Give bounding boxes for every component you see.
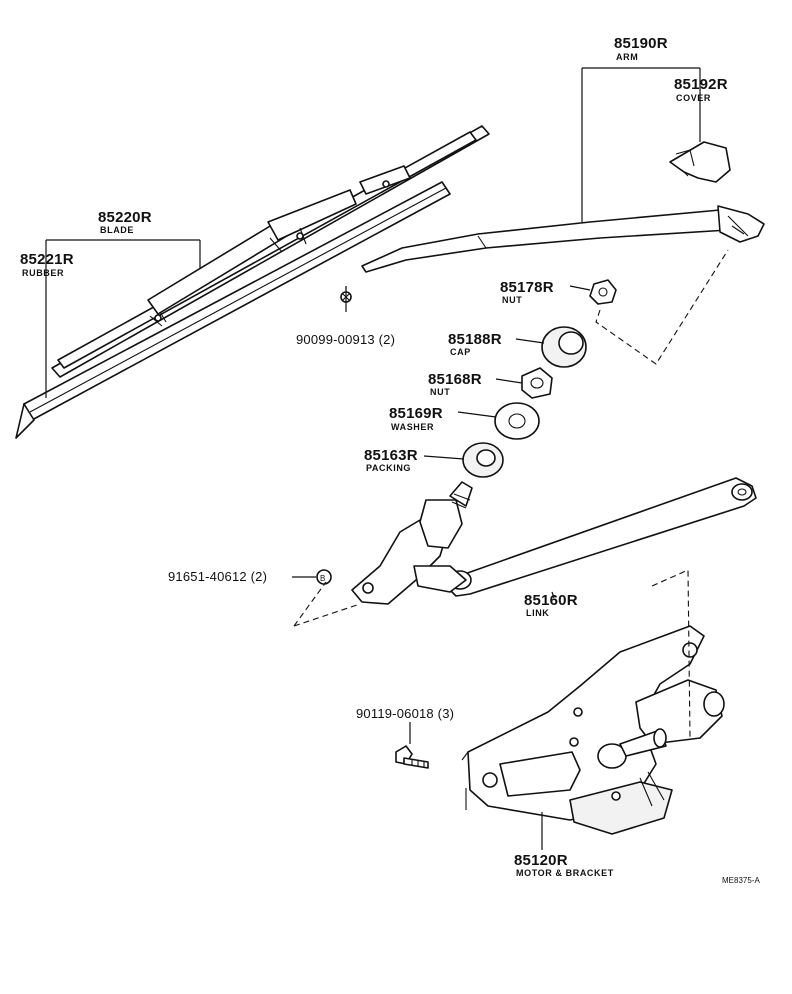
bolt — [395, 745, 429, 769]
label-blade-number: 85220R — [98, 209, 152, 226]
label-cover-name: COVER — [676, 93, 711, 103]
label-cap-number: 85188R — [448, 331, 502, 348]
label-arm-name: ARM — [616, 52, 638, 62]
wiper-arm — [361, 205, 765, 273]
label-bolt: 90119-06018 (3) — [356, 706, 454, 721]
label-nut-top-name: NUT — [502, 295, 522, 305]
label-packing-number: 85163R — [364, 447, 418, 464]
label-nut-top-number: 85178R — [500, 279, 554, 296]
label-cap-name: CAP — [450, 347, 471, 357]
label-link-name: LINK — [526, 608, 549, 618]
motor-bracket — [461, 625, 725, 835]
label-nut-mid-number: 85168R — [428, 371, 482, 388]
label-arm-number: 85190R — [614, 35, 668, 52]
label-washer-number: 85169R — [389, 405, 443, 422]
label-nut-mid-name: NUT — [430, 387, 450, 397]
nut-mid — [521, 367, 553, 399]
label-link-number: 85160R — [524, 592, 578, 609]
dashed-lines — [293, 249, 729, 739]
label-motor-name: MOTOR & BRACKET — [516, 868, 614, 878]
wiper-rubber — [15, 181, 451, 439]
label-rubber-number: 85221R — [20, 251, 74, 268]
cap — [541, 326, 587, 368]
wiper-blade — [51, 125, 490, 378]
leader-lines — [45, 67, 701, 850]
label-rubber-name: RUBBER — [22, 268, 64, 278]
link-assembly — [351, 477, 757, 605]
marker-b: B — [320, 574, 325, 583]
arm-cover — [669, 141, 731, 183]
label-motor-number: 85120R — [514, 852, 568, 869]
label-packing-name: PACKING — [366, 463, 411, 473]
washer — [494, 402, 540, 440]
label-blade-name: BLADE — [100, 225, 134, 235]
nut-top — [589, 279, 617, 305]
nut-b: B — [316, 569, 332, 585]
label-washer-name: WASHER — [391, 422, 434, 432]
label-screw-small: 90099-00913 (2) — [296, 332, 395, 347]
packing — [462, 442, 504, 478]
label-nut-b: 91651-40612 (2) — [168, 569, 267, 584]
drawing-code: ME8375-A — [722, 876, 760, 885]
label-cover-number: 85192R — [674, 76, 728, 93]
